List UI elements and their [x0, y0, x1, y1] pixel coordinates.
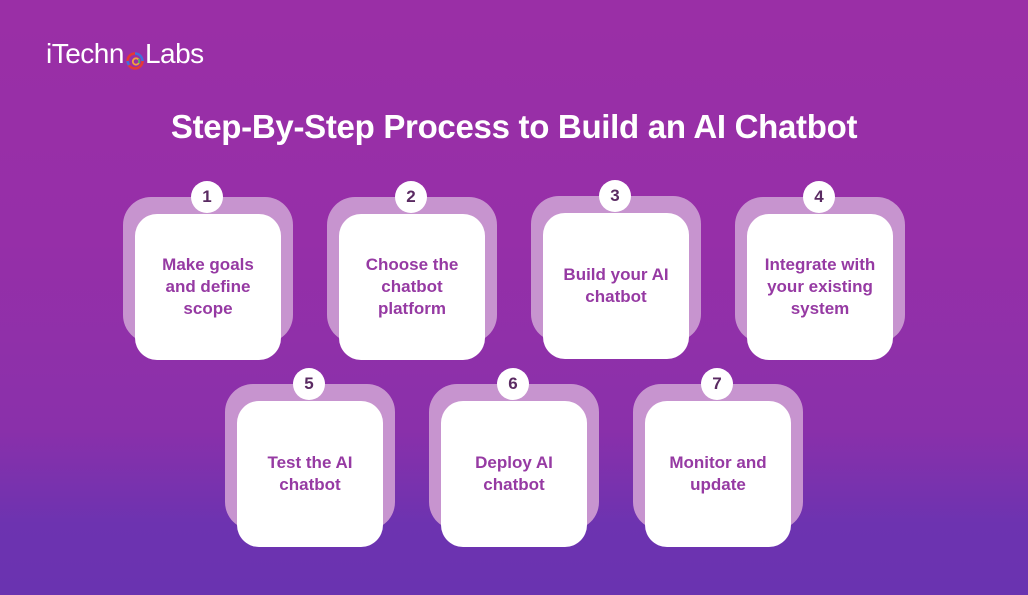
step-label: Monitor and update: [669, 453, 767, 494]
step-number-badge: 6: [497, 368, 529, 400]
step-number-badge: 3: [599, 180, 631, 212]
step-card: Monitor and update 7: [633, 368, 803, 548]
step-card: Build your AI chatbot 3: [531, 180, 701, 360]
brand-name-right: Labs: [144, 38, 204, 69]
brand-logo: iTechn Labs: [46, 38, 204, 70]
step-label: Deploy AI chatbot: [475, 453, 553, 494]
step-label: Build your AI chatbot: [563, 265, 669, 306]
ring-logo-icon: [126, 45, 144, 70]
step-card-body: Build your AI chatbot: [543, 213, 689, 359]
step-number-badge: 2: [395, 181, 427, 213]
step-card-body: Integrate with your existing system: [747, 214, 893, 360]
step-number-badge: 4: [803, 181, 835, 213]
step-label: Test the AI chatbot: [267, 453, 353, 494]
step-number-badge: 1: [191, 181, 223, 213]
step-label: Choose the chatbot platform: [365, 255, 459, 318]
step-number-badge: 5: [293, 368, 325, 400]
step-number-badge: 7: [701, 368, 733, 400]
step-card: Test the AI chatbot 5: [225, 368, 395, 548]
step-card-body: Make goals and define scope: [135, 214, 281, 360]
step-card: Make goals and define scope 1: [123, 181, 293, 361]
step-card-body: Test the AI chatbot: [237, 401, 383, 547]
step-label: Integrate with your existing system: [764, 255, 876, 318]
page-title: Step-By-Step Process to Build an AI Chat…: [170, 108, 858, 145]
step-card-body: Deploy AI chatbot: [441, 401, 587, 547]
step-card-body: Choose the chatbot platform: [339, 214, 485, 360]
step-card: Integrate with your existing system 4: [735, 181, 905, 361]
brand-name-left: iTechn: [46, 38, 124, 69]
step-label: Make goals and define scope: [162, 255, 254, 318]
step-card: Choose the chatbot platform 2: [327, 181, 497, 361]
step-card-body: Monitor and update: [645, 401, 791, 547]
step-card: Deploy AI chatbot 6: [429, 368, 599, 548]
